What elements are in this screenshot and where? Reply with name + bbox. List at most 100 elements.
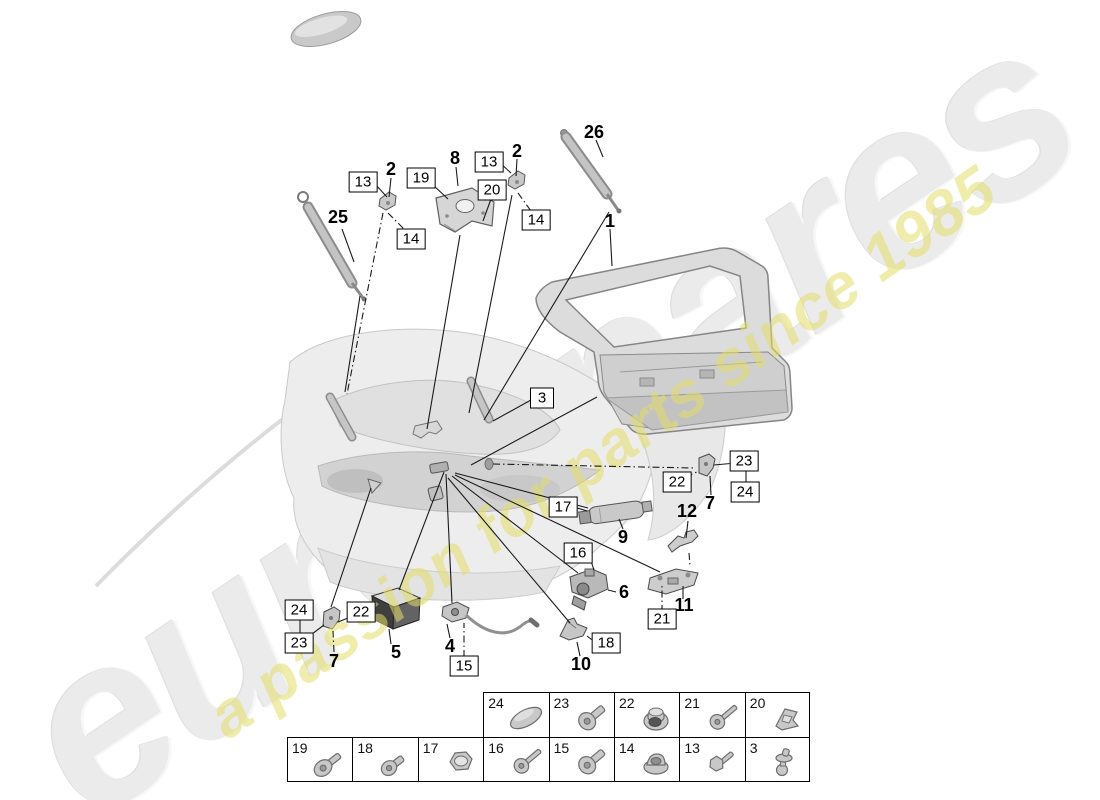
callout-9[interactable]: 9	[617, 527, 629, 547]
leader-line-43	[445, 473, 453, 604]
parts-table-cell-19[interactable]: 19	[287, 737, 353, 782]
parts-table-number: 19	[292, 740, 308, 756]
leader-line-23	[709, 475, 712, 496]
callout-20[interactable]: 20	[477, 179, 507, 201]
parts-table-number: 16	[488, 740, 504, 756]
parts-table-number: 3	[749, 740, 758, 756]
callout-22R[interactable]: 22	[662, 471, 692, 493]
body-center-clip	[412, 420, 443, 439]
callout-18[interactable]: 18	[591, 632, 621, 654]
leader-line-19	[492, 463, 695, 469]
parts-table-number: 22	[619, 695, 635, 711]
parts-table-number: 14	[619, 740, 635, 756]
callout-7b[interactable]: 7	[328, 651, 340, 671]
callout-16[interactable]: 16	[563, 542, 593, 564]
callout-19[interactable]: 19	[406, 167, 436, 189]
leader-line-29	[688, 552, 691, 567]
part-6-lock	[569, 568, 609, 611]
part-2-clip-left	[378, 191, 397, 211]
callout-13b[interactable]: 13	[474, 151, 504, 173]
callout-14a[interactable]: 14	[396, 228, 426, 250]
long-screw-icon	[700, 699, 744, 737]
callout-21[interactable]: 21	[647, 608, 677, 630]
leader-line-3	[388, 177, 392, 198]
callout-26[interactable]: 26	[583, 122, 605, 142]
parts-table-cell-3[interactable]: 3	[744, 737, 811, 782]
leader-line-40	[332, 630, 335, 653]
part-1-tailgate	[535, 247, 793, 435]
leader-line-11	[515, 158, 518, 177]
parts-table-cell-15[interactable]: 15	[548, 737, 614, 782]
callout-4[interactable]: 4	[444, 636, 456, 656]
parts-table-number: 15	[553, 740, 570, 756]
callout-25[interactable]: 25	[327, 207, 349, 227]
parts-table-cell-18[interactable]: 18	[352, 737, 418, 782]
parts-table-cell-24[interactable]: 24	[483, 692, 549, 737]
parts-table-cell-14[interactable]: 14	[614, 737, 680, 782]
callout-10[interactable]: 10	[570, 654, 592, 674]
callout-23L[interactable]: 23	[284, 632, 314, 654]
leader-line-17	[492, 399, 532, 422]
leader-line-16	[609, 228, 613, 267]
leader-line-34	[446, 623, 451, 639]
callout-7a[interactable]: 7	[704, 493, 716, 513]
parts-table-cell-22[interactable]: 22	[614, 692, 680, 737]
leader-line-44	[447, 477, 571, 624]
pan-screw-icon	[569, 743, 613, 781]
parts-table-cell-21[interactable]: 21	[679, 692, 745, 737]
leader-line-25	[618, 518, 624, 530]
leader-line-42	[398, 471, 445, 591]
leader-line-36	[388, 628, 392, 645]
callout-2a[interactable]: 2	[385, 159, 397, 179]
callout-13a[interactable]: 13	[348, 171, 378, 193]
washer-screw-icon	[307, 743, 351, 781]
hex-bolt-icon	[700, 743, 744, 781]
callout-24L[interactable]: 24	[284, 599, 314, 621]
callout-5[interactable]: 5	[390, 642, 402, 662]
grommet-nut-icon	[634, 699, 678, 737]
callout-8[interactable]: 8	[449, 148, 461, 168]
parts-table-cell-16[interactable]: 16	[483, 737, 549, 782]
parts-table-number: 23	[553, 695, 570, 711]
leader-line-15	[595, 139, 604, 158]
cover-cap	[290, 10, 362, 48]
leader-line-14	[483, 211, 610, 421]
leader-line-47	[454, 474, 661, 573]
leader-line-7	[455, 166, 459, 187]
callout-15[interactable]: 15	[449, 655, 479, 677]
callout-22L[interactable]: 22	[346, 601, 376, 623]
parts-table-number: 17	[422, 740, 439, 756]
parts-table-number: 21	[684, 695, 700, 711]
flange-nut-icon	[634, 743, 678, 781]
callout-6[interactable]: 6	[618, 582, 630, 602]
callout-17[interactable]: 17	[548, 496, 578, 518]
clip-nut-icon	[764, 699, 808, 737]
long-screw-icon	[504, 743, 548, 781]
callout-3[interactable]: 3	[530, 387, 554, 409]
part-7-clip-right	[698, 453, 716, 477]
car-body	[94, 328, 727, 601]
leader-line-9	[426, 234, 461, 430]
parts-table-cell-13[interactable]: 13	[679, 737, 745, 782]
parts-table-cell-23[interactable]: 23	[548, 692, 614, 737]
callout-14b[interactable]: 14	[521, 209, 551, 231]
callout-1[interactable]: 1	[604, 211, 616, 231]
parts-table-cell-17[interactable]: 17	[417, 737, 484, 782]
leader-line-4	[387, 212, 407, 232]
callout-12[interactable]: 12	[676, 501, 698, 521]
part-2-clip-right	[507, 170, 526, 190]
parts-table-number: 24	[488, 695, 504, 711]
callout-11[interactable]: 11	[674, 595, 694, 615]
callout-23R[interactable]: 23	[729, 450, 759, 472]
leader-line-0	[341, 228, 355, 263]
parts-table-cell-20[interactable]: 20	[744, 692, 811, 737]
leader-line-28	[685, 520, 689, 539]
leader-line-5	[346, 212, 384, 395]
part-26-gas-strut	[560, 129, 622, 214]
callout-24R[interactable]: 24	[730, 481, 760, 503]
callout-2b[interactable]: 2	[511, 141, 523, 161]
parts-table-number: 18	[357, 740, 373, 756]
